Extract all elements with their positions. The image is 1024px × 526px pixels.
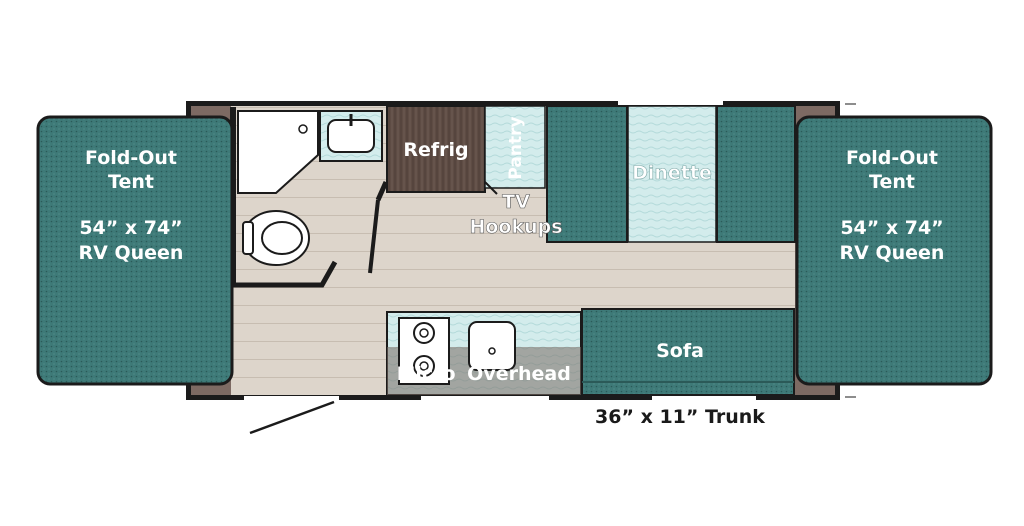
sofa [581,308,795,396]
shower [237,110,319,194]
left-tent-title-1: Fold-Out [85,147,177,169]
overhead-label: Overhead [467,363,571,385]
toilet-bowl [261,221,303,255]
burner-2-inner [419,361,429,371]
bottom-window-left [421,396,549,401]
dinette-table [627,105,717,243]
left-tent-bed [36,115,234,386]
sofa-label: Sofa [656,340,704,362]
tv-label-1: TV [502,191,530,213]
toilet-tank [242,221,254,255]
refrigerator-label: Refrig [403,139,468,161]
left-tent-title-2: Tent [108,171,154,193]
tv-label-2: Hookups [469,216,562,238]
burner-1 [413,322,435,344]
microwave-label: Micro [396,363,455,385]
bath-wall-right [375,180,389,202]
shower-drain [298,124,308,134]
sink-drain [488,347,496,355]
kitchen-sink [468,321,516,371]
right-tent-title-2: Tent [869,171,915,193]
right-tent-title-1: Fold-Out [846,147,938,169]
left-tent-size: 54” x 74” [79,217,182,239]
right-tent-bed-label: RV Queen [840,242,945,264]
dinette-bench-left [546,105,628,243]
burner-2 [413,355,435,377]
refrigerator [386,105,486,193]
bottom-window-right [652,396,756,401]
pantry [484,105,546,189]
bath-door [368,199,380,274]
tv-pointer [484,181,498,195]
right-tent-bed [795,115,993,386]
dinette-label: Dinette [632,162,712,184]
entry-door [249,400,335,435]
entry-door-gap [244,396,339,402]
left-tent-bed-label: RV Queen [79,242,184,264]
trunk-label: 36” x 11” Trunk [595,406,765,428]
bath-wall-lower [233,260,338,288]
dinette-bench-right [716,105,796,243]
right-tent-size: 54” x 74” [840,217,943,239]
top-window [618,100,723,105]
burner-1-inner [419,328,429,338]
pantry-label: Pantry [506,116,526,179]
